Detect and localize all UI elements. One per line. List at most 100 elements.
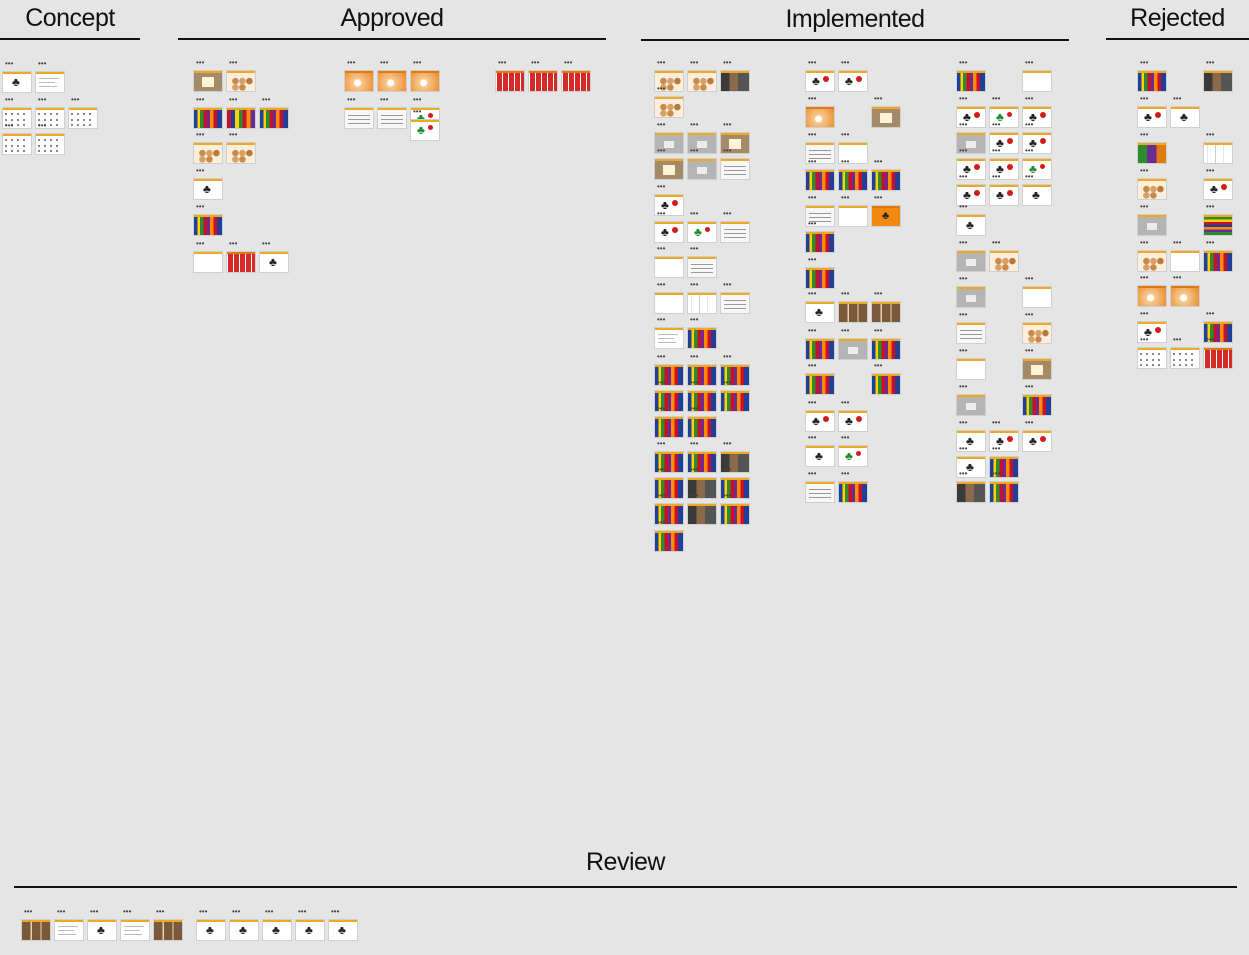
rejected-card[interactable]: ••• bbox=[1138, 95, 1166, 127]
card-thumbnail[interactable] bbox=[655, 71, 683, 91]
card-menu-icon[interactable]: ••• bbox=[657, 465, 666, 474]
card-thumbnail[interactable] bbox=[721, 365, 749, 385]
card-menu-icon[interactable]: ••• bbox=[992, 94, 1001, 103]
review-card[interactable]: ••• bbox=[55, 908, 83, 940]
card-menu-icon[interactable]: ••• bbox=[841, 193, 850, 202]
card-menu-icon[interactable]: ••• bbox=[808, 398, 817, 407]
card-menu-icon[interactable]: ••• bbox=[38, 95, 47, 104]
card-menu-icon[interactable]: ••• bbox=[959, 469, 968, 478]
card-menu-icon[interactable]: ••• bbox=[196, 58, 205, 67]
card-menu-icon[interactable]: ••• bbox=[657, 378, 666, 387]
card-menu-icon[interactable]: ••• bbox=[262, 95, 271, 104]
card-menu-icon[interactable]: ••• bbox=[196, 239, 205, 248]
card-thumbnail[interactable] bbox=[957, 251, 985, 271]
implemented-col1-card[interactable]: ••• bbox=[721, 121, 749, 153]
implemented-col1-card[interactable]: ••• bbox=[721, 440, 749, 472]
approved-card[interactable]: ••• bbox=[496, 59, 524, 91]
approved-card[interactable]: ••• bbox=[345, 96, 373, 128]
card-thumbnail[interactable] bbox=[69, 108, 97, 128]
card-menu-icon[interactable]: ••• bbox=[874, 326, 883, 335]
card-menu-icon[interactable]: ••• bbox=[156, 907, 165, 916]
approved-card[interactable]: ••• bbox=[194, 240, 222, 272]
card-menu-icon[interactable]: ••• bbox=[413, 95, 422, 104]
card-thumbnail[interactable] bbox=[1138, 143, 1166, 163]
card-thumbnail[interactable] bbox=[1171, 348, 1199, 368]
card-menu-icon[interactable]: ••• bbox=[841, 58, 850, 67]
implemented-col1-card[interactable]: ••• bbox=[655, 405, 683, 437]
implemented-col3-card[interactable]: ••• bbox=[990, 95, 1018, 127]
implemented-col3-card[interactable]: ••• bbox=[1023, 419, 1051, 451]
card-thumbnail[interactable] bbox=[1138, 286, 1166, 306]
card-menu-icon[interactable]: ••• bbox=[992, 238, 1001, 247]
card-menu-icon[interactable]: ••• bbox=[808, 433, 817, 442]
card-menu-icon[interactable]: ••• bbox=[874, 361, 883, 370]
card-thumbnail[interactable] bbox=[655, 222, 683, 242]
card-menu-icon[interactable]: ••• bbox=[1025, 146, 1034, 155]
approved-card[interactable]: ••• bbox=[194, 131, 222, 163]
implemented-col3-card[interactable]: ••• bbox=[957, 147, 985, 179]
concept-card[interactable]: ••• bbox=[69, 96, 97, 128]
implemented-col3-card[interactable]: ••• bbox=[1023, 383, 1051, 415]
card-menu-icon[interactable]: ••• bbox=[992, 172, 1001, 181]
implemented-col1-card[interactable]: ••• bbox=[688, 281, 716, 313]
card-thumbnail[interactable] bbox=[411, 71, 439, 91]
implemented-col2-card[interactable]: ••• bbox=[806, 399, 834, 431]
implemented-col1-card[interactable]: ••• bbox=[688, 121, 716, 153]
approved-card[interactable]: ••• bbox=[260, 96, 288, 128]
card-thumbnail[interactable] bbox=[655, 97, 683, 117]
card-menu-icon[interactable]: ••• bbox=[657, 491, 666, 500]
card-thumbnail[interactable] bbox=[839, 482, 867, 502]
card-thumbnail[interactable] bbox=[1138, 179, 1166, 199]
card-menu-icon[interactable]: ••• bbox=[1206, 335, 1215, 344]
implemented-col3-card[interactable]: ••• bbox=[957, 59, 985, 91]
card-menu-icon[interactable]: ••• bbox=[57, 907, 66, 916]
card-menu-icon[interactable]: ••• bbox=[347, 95, 356, 104]
card-thumbnail[interactable] bbox=[1023, 159, 1051, 179]
implemented-col3-card[interactable]: ••• bbox=[990, 173, 1018, 205]
implemented-col1-card[interactable]: ••• bbox=[721, 59, 749, 91]
card-thumbnail[interactable] bbox=[957, 159, 985, 179]
card-thumbnail[interactable] bbox=[806, 302, 834, 322]
implemented-col1-card[interactable]: ••• bbox=[655, 245, 683, 277]
card-thumbnail[interactable] bbox=[1204, 215, 1232, 235]
implemented-col2-card[interactable]: ••• bbox=[806, 434, 834, 466]
card-thumbnail[interactable] bbox=[655, 531, 683, 551]
implemented-col2-card[interactable]: ••• bbox=[839, 470, 867, 502]
implemented-col1-card[interactable]: ••• bbox=[655, 210, 683, 242]
card-thumbnail[interactable] bbox=[872, 107, 900, 127]
card-menu-icon[interactable]: ••• bbox=[657, 315, 666, 324]
implemented-col1-card[interactable]: ••• bbox=[655, 466, 683, 498]
card-menu-icon[interactable]: ••• bbox=[1206, 238, 1215, 247]
implemented-col2-card[interactable]: ••• bbox=[872, 158, 900, 190]
card-thumbnail[interactable] bbox=[990, 251, 1018, 271]
card-menu-icon[interactable]: ••• bbox=[690, 439, 699, 448]
card-menu-icon[interactable]: ••• bbox=[196, 166, 205, 175]
implemented-col3-card[interactable]: ••• bbox=[1023, 311, 1051, 343]
card-thumbnail[interactable] bbox=[872, 374, 900, 394]
card-menu-icon[interactable]: ••• bbox=[808, 193, 817, 202]
card-menu-icon[interactable]: ••• bbox=[564, 58, 573, 67]
card-thumbnail[interactable] bbox=[839, 143, 867, 163]
card-thumbnail[interactable] bbox=[1023, 71, 1051, 91]
card-menu-icon[interactable]: ••• bbox=[874, 157, 883, 166]
implemented-col1-card[interactable]: ••• bbox=[721, 210, 749, 242]
implemented-col1-card[interactable]: ••• bbox=[721, 466, 749, 498]
card-menu-icon[interactable]: ••• bbox=[690, 491, 699, 500]
card-menu-icon[interactable]: ••• bbox=[690, 58, 699, 67]
card-menu-icon[interactable]: ••• bbox=[298, 907, 307, 916]
implemented-col1-card[interactable]: ••• bbox=[655, 183, 683, 215]
implemented-col2-card[interactable]: ••• bbox=[839, 327, 867, 359]
card-menu-icon[interactable]: ••• bbox=[531, 58, 540, 67]
card-thumbnail[interactable] bbox=[688, 478, 716, 498]
implemented-col1-card[interactable]: ••• bbox=[721, 492, 749, 524]
implemented-col1-card[interactable]: ••• bbox=[655, 492, 683, 524]
card-thumbnail[interactable] bbox=[872, 170, 900, 190]
card-menu-icon[interactable]: ••• bbox=[690, 120, 699, 129]
card-menu-icon[interactable]: ••• bbox=[1025, 58, 1034, 67]
card-thumbnail[interactable] bbox=[806, 339, 834, 359]
implemented-col3-card[interactable]: ••• bbox=[957, 419, 985, 451]
card-menu-icon[interactable]: ••• bbox=[723, 439, 732, 448]
implemented-col1-card[interactable]: ••• bbox=[688, 245, 716, 277]
card-thumbnail[interactable] bbox=[194, 71, 222, 91]
card-thumbnail[interactable] bbox=[721, 478, 749, 498]
